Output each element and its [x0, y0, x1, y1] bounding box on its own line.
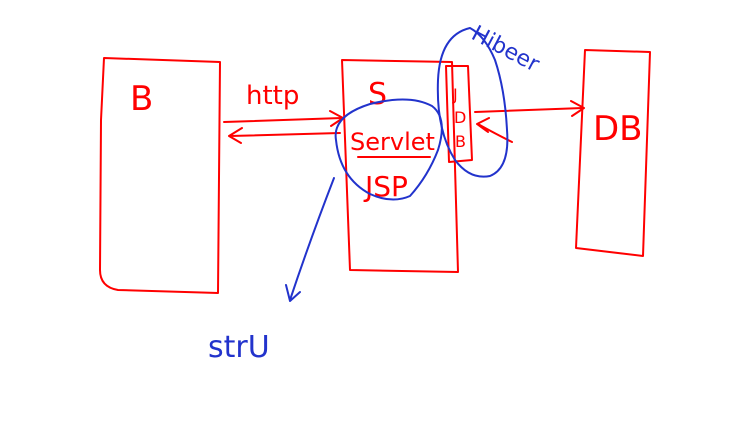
jdbc-letter-j: J — [452, 85, 458, 104]
jdbc-component: J D B — [445, 65, 473, 163]
database-box — [575, 49, 651, 257]
server-box — [341, 59, 459, 273]
jsp-label: JSP — [363, 170, 408, 203]
jdbc-letter-d: D — [454, 108, 466, 127]
db-connection — [474, 100, 585, 143]
hibernate-label: Hibeer — [467, 21, 544, 78]
database-label: DB — [593, 109, 643, 149]
request-arrow — [223, 110, 344, 127]
database-node: DB — [575, 49, 651, 257]
server-node: S Servlet JSP — [341, 59, 459, 273]
struts-ellipse — [334, 98, 443, 201]
hibernate-ellipse — [436, 27, 509, 178]
http-connection: http — [223, 81, 344, 144]
result-arrow — [476, 117, 513, 143]
server-label: S — [368, 77, 387, 112]
struts-annotation: strU — [208, 98, 443, 365]
struts-label: strU — [208, 330, 270, 365]
browser-label: B — [130, 79, 153, 119]
servlet-label: Servlet — [350, 128, 435, 156]
browser-box — [99, 57, 221, 294]
struts-pointer-arrow — [285, 177, 335, 302]
browser-node: B — [99, 57, 221, 294]
http-label: http — [246, 81, 299, 111]
query-arrow — [474, 100, 585, 117]
jdbc-letter-b: B — [455, 132, 466, 151]
response-arrow — [228, 127, 341, 144]
jdbc-box — [445, 65, 473, 163]
